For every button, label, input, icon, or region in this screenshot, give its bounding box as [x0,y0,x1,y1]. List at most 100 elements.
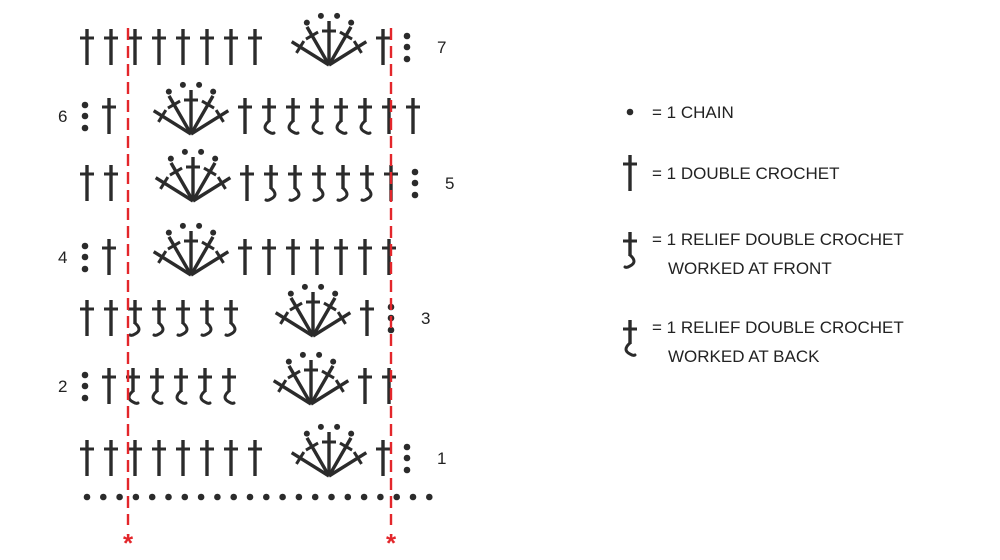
chain-dot [81,371,89,379]
foundation-chain-dot [148,493,156,501]
chain-dot [81,253,89,261]
repeat-marker-right: * [386,528,397,558]
back-post-double-crochet-symbol [150,368,164,405]
row-number-label: 2 [58,377,67,396]
double-crochet-symbol [152,440,166,476]
double-crochet-symbol [189,236,215,276]
chain-dot [196,222,203,229]
foundation-chain-dot [328,493,335,501]
double-crochet-symbol [128,29,142,65]
foundation-chain-dot [344,493,352,501]
foundation-chain-dot [83,493,91,501]
double-crochet-symbol [102,239,116,275]
chain-dot [403,32,411,40]
chain-dot [299,351,306,358]
front-post-double-crochet-symbol [336,165,350,202]
foundation-chain-dot [409,493,417,501]
turning-chain-symbol [81,371,89,402]
double-crochet-symbol [272,379,312,406]
double-crochet-symbol [189,95,215,135]
front-post-double-crochet-symbol [312,165,326,202]
double-crochet-symbol [80,440,94,476]
row-number-label: 7 [437,38,446,57]
shell-fan-symbol [290,423,368,478]
legend-item-relief-front: = 1 RELIEF DOUBLE CROCHET WORKED AT FRON… [623,230,904,278]
double-crochet-symbol [304,360,318,404]
chain-dot [403,466,411,474]
foundation-chain [83,493,433,501]
chain-dot [81,101,89,109]
chart-row-7: 7 [80,12,446,67]
double-crochet-symbol [305,26,331,66]
foundation-chain-dot [214,493,221,501]
double-crochet-symbol [80,165,94,201]
double-crochet-symbol [224,440,238,476]
foundation-chain-dot [311,493,319,501]
foundation-chain-dot [426,493,433,501]
chain-dot [411,179,419,187]
legend-label-chain: = 1 CHAIN [652,103,734,122]
double-crochet-symbol [104,165,118,201]
row-number-label: 1 [437,449,446,468]
front-post-double-crochet-symbol [360,165,374,202]
double-crochet-symbol [167,95,193,135]
double-crochet-symbol [176,29,190,65]
foundation-chain-dot [132,493,140,501]
double-crochet-symbol [287,365,313,405]
front-post-double-crochet-symbol [176,300,190,337]
chart-row-6: 6 [58,81,420,136]
chain-dot [303,19,310,26]
repeat-markers: * * [123,28,397,558]
double-crochet-symbol [290,451,330,478]
back-post-double-crochet-symbol [310,98,324,135]
double-crochet-symbol [167,236,193,276]
shell-fan-symbol [272,351,350,406]
chain-dot [81,112,89,120]
legend-item-double-crochet: = 1 DOUBLE CROCHET [623,155,840,191]
turning-chain-symbol [403,32,411,63]
double-crochet-symbol [80,300,94,336]
front-post-double-crochet-symbol [623,232,637,269]
legend-item-chain: = 1 CHAIN [626,103,734,122]
double-crochet-symbol [238,98,252,134]
chain-dot [403,443,411,451]
legend: = 1 CHAIN = 1 DOUBLE CROCHET = 1 RELIEF … [623,103,904,366]
double-crochet-symbol [305,437,331,477]
double-crochet-symbol [200,440,214,476]
back-post-double-crochet-symbol [358,98,372,135]
double-crochet-symbol [102,98,116,134]
double-crochet-symbol [358,239,372,275]
double-crochet-symbol [376,29,390,65]
double-crochet-symbol [128,440,142,476]
double-crochet-symbol [169,162,195,202]
double-crochet-symbol [328,451,368,478]
double-crochet-symbol [376,440,390,476]
front-post-double-crochet-symbol [224,300,238,337]
foundation-chain-dot [393,493,401,501]
back-post-double-crochet-symbol [623,320,637,357]
double-crochet-symbol [184,231,198,275]
chain-dot [411,168,419,176]
legend-label-relief-front: = 1 RELIEF DOUBLE CROCHET [652,230,904,249]
shell-fan-symbol [152,81,230,136]
double-crochet-symbol [152,109,192,136]
double-crochet-symbol [406,98,420,134]
turning-chain-symbol [81,101,89,132]
double-crochet-symbol [358,368,372,404]
turning-chain-symbol [403,443,411,474]
foundation-chain-dot [377,493,384,501]
double-crochet-symbol [309,365,335,405]
double-crochet-symbol [334,239,348,275]
chain-dot [212,155,219,162]
chain-dot [403,55,411,63]
double-crochet-symbol [80,29,94,65]
double-crochet-symbol [286,239,300,275]
legend-label-relief-front-line2: WORKED AT FRONT [668,259,832,278]
foundation-chain-dot [295,493,303,501]
chart-row-3: 3 [80,283,430,338]
chain-dot [318,283,325,290]
shell-fan-symbol [290,12,368,67]
chart-row-4: 4 [58,222,396,277]
chain-dot [317,423,324,430]
